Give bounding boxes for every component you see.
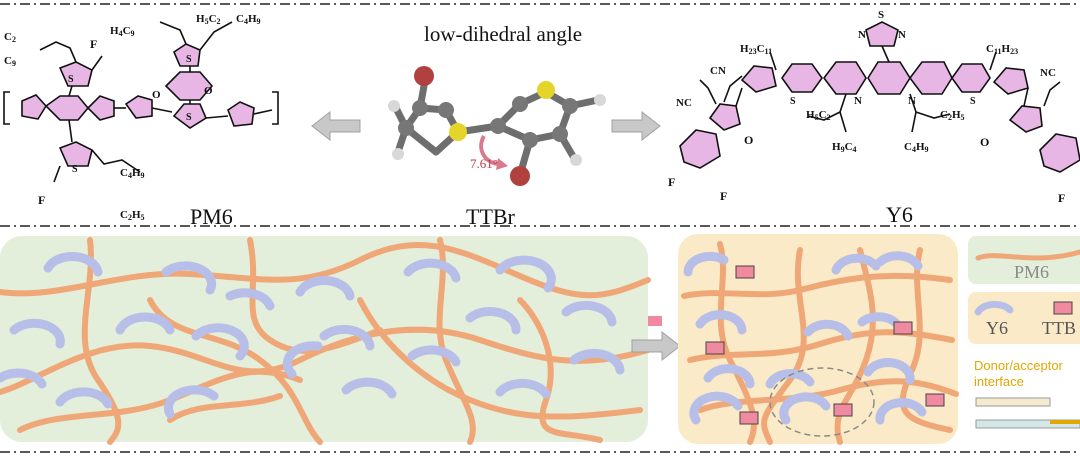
svg-text:O: O — [204, 85, 213, 97]
svg-text:NC: NC — [676, 97, 692, 109]
legend-pm6-swatch — [975, 249, 1080, 261]
svg-text:H4C9: H4C9 — [110, 25, 135, 38]
svg-text:C4H9: C4H9 — [236, 13, 261, 26]
svg-text:C2H5: C2H5 — [940, 109, 965, 122]
legend-interface-label: Donor/acceptor interface — [974, 358, 1063, 389]
svg-text:O: O — [744, 133, 753, 147]
svg-text:C4H9: C4H9 — [120, 167, 145, 180]
svg-text:F: F — [90, 37, 97, 51]
svg-text:C4H9: C4H9 — [904, 141, 929, 154]
y6-bonds — [699, 45, 1061, 133]
ttbr-label: TTBr — [466, 204, 515, 229]
svg-text:C2: C2 — [4, 31, 16, 44]
middle-arrow — [631, 330, 681, 362]
dihedral-angle-value: 7.61° — [470, 156, 498, 171]
svg-text:NC: NC — [1040, 67, 1056, 79]
svg-text:H23C11: H23C11 — [740, 43, 772, 56]
pm6-label: PM6 — [190, 204, 233, 229]
interface-highlight — [769, 367, 875, 437]
legend-interface-bar-1 — [975, 397, 1051, 407]
left-polymer-chains — [0, 237, 651, 445]
svg-text:CN: CN — [710, 65, 726, 77]
svg-text:H5C2: H5C2 — [806, 109, 831, 122]
svg-text:S: S — [790, 96, 796, 107]
y6-label: Y6 — [886, 202, 913, 227]
low-dihedral-angle-title: low-dihedral angle — [424, 22, 583, 46]
legend-pm6-label: PM6 — [1014, 262, 1050, 282]
svg-text:F: F — [38, 193, 45, 207]
svg-text:O: O — [152, 89, 161, 101]
svg-text:N: N — [854, 95, 862, 107]
legend-interface-bar-2 — [975, 419, 1080, 429]
svg-text:H5C2: H5C2 — [196, 13, 221, 26]
legend-y6-label: Y6 — [986, 318, 1008, 338]
pm6-structure — [3, 21, 279, 183]
svg-text:S: S — [72, 164, 78, 175]
pm6-atoms: F S F S O O S S H4C9 H5C2 C4H9 C2 C9 C4H… — [4, 13, 261, 222]
floating-additive — [648, 316, 662, 326]
svg-text:S: S — [186, 54, 192, 65]
svg-text:F: F — [720, 189, 727, 203]
legend-y6-swatch — [974, 300, 1014, 316]
svg-text:O: O — [980, 135, 989, 149]
legend-ttbr-label: TTB — [1042, 318, 1076, 338]
legend-interface-bar-3 — [1050, 420, 1080, 424]
svg-text:S: S — [68, 74, 74, 85]
right-arrow — [611, 110, 661, 142]
svg-text:C11H23: C11H23 — [986, 43, 1018, 56]
svg-text:S: S — [878, 9, 884, 21]
svg-text:F: F — [1058, 191, 1065, 205]
svg-text:C2H5: C2H5 — [120, 209, 145, 222]
y6-structure — [679, 21, 1080, 173]
svg-text:N: N — [898, 29, 906, 41]
svg-text:N: N — [908, 95, 916, 107]
svg-text:C9: C9 — [4, 55, 16, 68]
left-acceptor-crescents — [0, 252, 625, 419]
right-additive-blocks — [705, 265, 945, 425]
svg-text:H9C4: H9C4 — [832, 141, 857, 154]
left-arrow — [311, 110, 361, 142]
svg-text:S: S — [186, 112, 192, 123]
legend-ttbr-swatch — [1053, 301, 1073, 315]
svg-text:S: S — [970, 96, 976, 107]
svg-text:N: N — [858, 29, 866, 41]
y6-atoms: S N N N N S S CN NC NC O O F F F H23C11 … — [668, 9, 1065, 205]
ttbr-molecule — [388, 66, 606, 186]
svg-text:F: F — [668, 175, 675, 189]
